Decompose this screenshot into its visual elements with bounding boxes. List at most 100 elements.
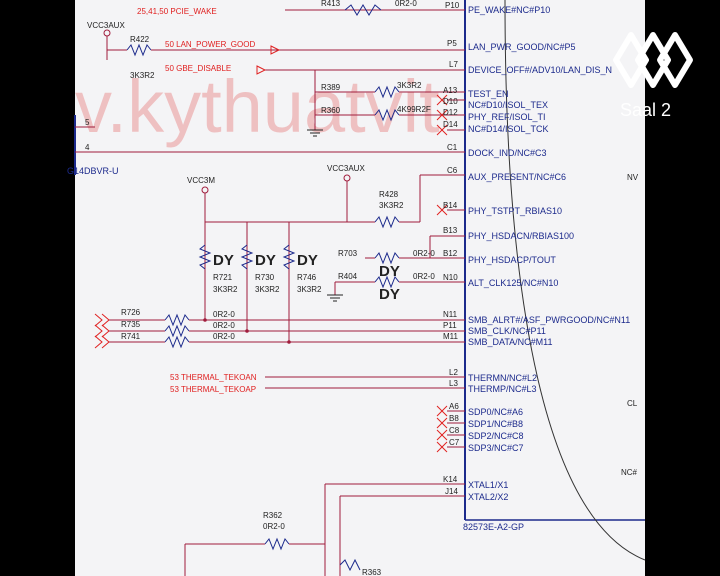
pin-num-n10: N10 — [443, 273, 458, 282]
pin-num-c1: C1 — [447, 143, 458, 152]
r735-ref: R735 — [121, 320, 141, 329]
dy-mark-1: DY — [213, 252, 234, 269]
pin-num-a13: A13 — [443, 86, 458, 95]
pin-name-b13: PHY_HSDACN/RBIAS100 — [468, 231, 574, 241]
pin-numbers: P10 P5 L7 A13 D10 D12 D14 C1 C6 B14 B13 … — [443, 1, 460, 496]
right-label-cl: CL — [627, 399, 638, 408]
pin-name-d14: NC#D14/ISOL_TCK — [468, 124, 549, 134]
net-lan-power-good — [107, 43, 465, 57]
r741-ref: R741 — [121, 332, 141, 341]
pin-name-l7: DEVICE_OFF#/ADV10/LAN_DIS_N — [468, 65, 612, 75]
sdp-no-connect — [436, 94, 465, 453]
channel-label: Saal 2 — [620, 100, 671, 120]
r404-ref: R404 — [338, 272, 358, 281]
r389-ref: R389 — [321, 83, 341, 92]
dy-mark-2: DY — [255, 252, 276, 269]
schematic-canvas: v.kythuatvit 82573E-A2-GP 5 4 G14DBVR-U — [67, 0, 646, 576]
r721-val: 3K3R2 — [213, 285, 238, 294]
vcc3m-label: VCC3M — [187, 176, 215, 185]
pin-name-d10: NC#D10/ISOL_TEX — [468, 100, 548, 110]
net-gbe-disable — [256, 65, 465, 75]
pin-num-p5: P5 — [447, 39, 457, 48]
chip-ref: 82573E-A2-GP — [463, 522, 524, 532]
pin-name-a13: TEST_EN — [468, 89, 509, 99]
r721-ref: R721 — [213, 273, 233, 282]
net-label-thermal-tekoap: 53 THERMAL_TEKOAP — [170, 385, 256, 394]
r422-val: 3K3R2 — [130, 71, 155, 80]
r741-val: 0R2-0 — [213, 332, 235, 341]
net-phy — [327, 209, 465, 302]
dy-mark-4: DY — [379, 263, 400, 280]
r730-val: 3K3R2 — [255, 285, 280, 294]
pin-num-d14: D14 — [443, 120, 458, 129]
r726-val: 0R2-0 — [213, 310, 235, 319]
pin-name-j14: XTAL2/X2 — [468, 492, 508, 502]
pin-name-b8: SDP1/NC#B8 — [468, 419, 523, 429]
vcc3aux-label-2: VCC3AUX — [327, 164, 365, 173]
r422-ref: R422 — [130, 35, 150, 44]
r362-val: 0R2-0 — [263, 522, 285, 531]
pin-num-b12: B12 — [443, 249, 458, 258]
pin-name-n10: ALT_CLK125/NC#N10 — [468, 278, 558, 288]
pin-num-c6: C6 — [447, 166, 458, 175]
pin-name-c8: SDP2/NC#C8 — [468, 431, 524, 441]
chip-body — [464, 0, 646, 561]
left-part-ref: G14DBVR-U — [67, 166, 119, 176]
pin-num-b13: B13 — [443, 226, 458, 235]
power-vcc3aux-2 — [343, 174, 351, 222]
net-thermal — [265, 376, 465, 389]
pin-name-n11: SMB_ALRT#/ASF_PWRGOOD/NC#N11 — [468, 315, 630, 325]
r428-val: 3K3R2 — [379, 201, 404, 210]
r363-ref: R363 — [362, 568, 382, 576]
right-label-nc: NC# — [621, 468, 638, 477]
r746-val: 3K3R2 — [297, 285, 322, 294]
pin-num-k14: K14 — [443, 475, 458, 484]
pin-name-b12: PHY_HSDACP/TOUT — [468, 255, 556, 265]
pin-num-l7: L7 — [449, 60, 458, 69]
r726-ref: R726 — [121, 308, 141, 317]
power-vcc3m — [198, 186, 347, 341]
pin-name-l3: THERMP/NC#L3 — [468, 384, 537, 394]
pin-num-n11: N11 — [443, 310, 458, 319]
pin-num-l3: L3 — [449, 379, 458, 388]
r362-ref: R362 — [263, 511, 283, 520]
net-smbus — [94, 313, 465, 349]
r360-ref: R360 — [321, 106, 341, 115]
pin-num-b14: B14 — [443, 201, 458, 210]
pin-name-b14: PHY_TSTPT_RBIAS10 — [468, 206, 562, 216]
pin-num-d10: D10 — [443, 97, 458, 106]
net-xtal — [184, 483, 465, 576]
left-part-pin5: 5 — [85, 118, 90, 127]
channel-logo-icon — [613, 32, 693, 88]
pin-name-d12: PHY_REF/ISOL_TI — [468, 112, 546, 122]
net-label-gbe-disable: 50 GBE_DISABLE — [165, 64, 231, 73]
r703-val: 0R2-0 — [413, 249, 435, 258]
pin-name-a6: SDP0/NC#A6 — [468, 407, 523, 417]
r735-val: 0R2-0 — [213, 321, 235, 330]
r730-ref: R730 — [255, 273, 275, 282]
pin-num-c8: C8 — [449, 426, 460, 435]
net-r428 — [347, 174, 465, 229]
r360-val: 4K99R2F — [397, 105, 431, 114]
r389-val: 3K3R2 — [397, 81, 422, 90]
pin-num-c7: C7 — [449, 438, 460, 447]
pin-name-m11: SMB_DATA/NC#M11 — [468, 337, 553, 347]
r413-ref: R413 — [321, 0, 341, 8]
pin-num-m11: M11 — [443, 332, 459, 341]
power-vcc3aux-1 — [103, 29, 111, 60]
dy-mark-3: DY — [297, 252, 318, 269]
pin-num-l2: L2 — [449, 368, 458, 377]
net-r389 — [307, 70, 465, 137]
net-label-thermal-tekoan: 53 THERMAL_TEKOAN — [170, 373, 257, 382]
pin-name-c6: AUX_PRESENT/NC#C6 — [468, 172, 566, 182]
dy-mark-5: DY — [379, 286, 400, 303]
pin-num-b8: B8 — [449, 414, 459, 423]
pin-name-p5: LAN_PWR_GOOD/NC#P5 — [468, 42, 576, 52]
pin-name-c1: DOCK_IND/NC#C3 — [468, 148, 547, 158]
r404-val: 0R2-0 — [413, 272, 435, 281]
pin-name-p10: PE_WAKE#NC#P10 — [468, 5, 550, 15]
pin-name-l2: THERMN/NC#L2 — [468, 373, 537, 383]
pin-name-k14: XTAL1/X1 — [468, 480, 508, 490]
watermark: v.kythuatvit — [75, 65, 440, 148]
